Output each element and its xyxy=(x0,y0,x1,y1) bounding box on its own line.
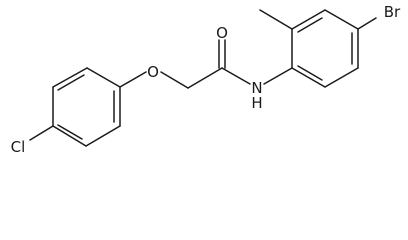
bond xyxy=(324,9,359,30)
bond xyxy=(85,125,121,147)
atom-label-n: N xyxy=(251,79,262,97)
double-bond xyxy=(57,124,83,140)
bond-c-br xyxy=(357,17,377,30)
molecule-drawing: O O N H Cl Br xyxy=(11,3,401,156)
bond xyxy=(324,67,359,88)
structure-canvas: O O N H Cl Br xyxy=(10,3,402,156)
bond xyxy=(86,67,121,88)
bond xyxy=(291,9,326,30)
bond-o-ch2 xyxy=(160,71,189,89)
bond-c-cl xyxy=(29,125,54,141)
bond-n-aryl xyxy=(263,67,293,85)
atom-label-o-carbonyl: O xyxy=(216,24,228,42)
atom-label-o-ether: O xyxy=(147,63,159,81)
atom-label-h: H xyxy=(251,94,262,112)
double-bond xyxy=(297,17,323,33)
bond-c-o xyxy=(119,71,147,88)
bond-c-n xyxy=(221,67,251,85)
bromomethylphenyl-ring xyxy=(291,9,359,88)
double-bond xyxy=(297,65,323,81)
double-bond xyxy=(57,74,85,91)
bond-methyl xyxy=(259,9,293,30)
bond xyxy=(52,125,87,147)
atom-label-cl: Cl xyxy=(11,138,26,156)
bond xyxy=(52,67,88,88)
bond xyxy=(291,67,326,88)
chlorophenyl-ring xyxy=(52,67,121,147)
atom-label-br: Br xyxy=(384,3,401,21)
bond-ch2-c xyxy=(187,67,223,89)
